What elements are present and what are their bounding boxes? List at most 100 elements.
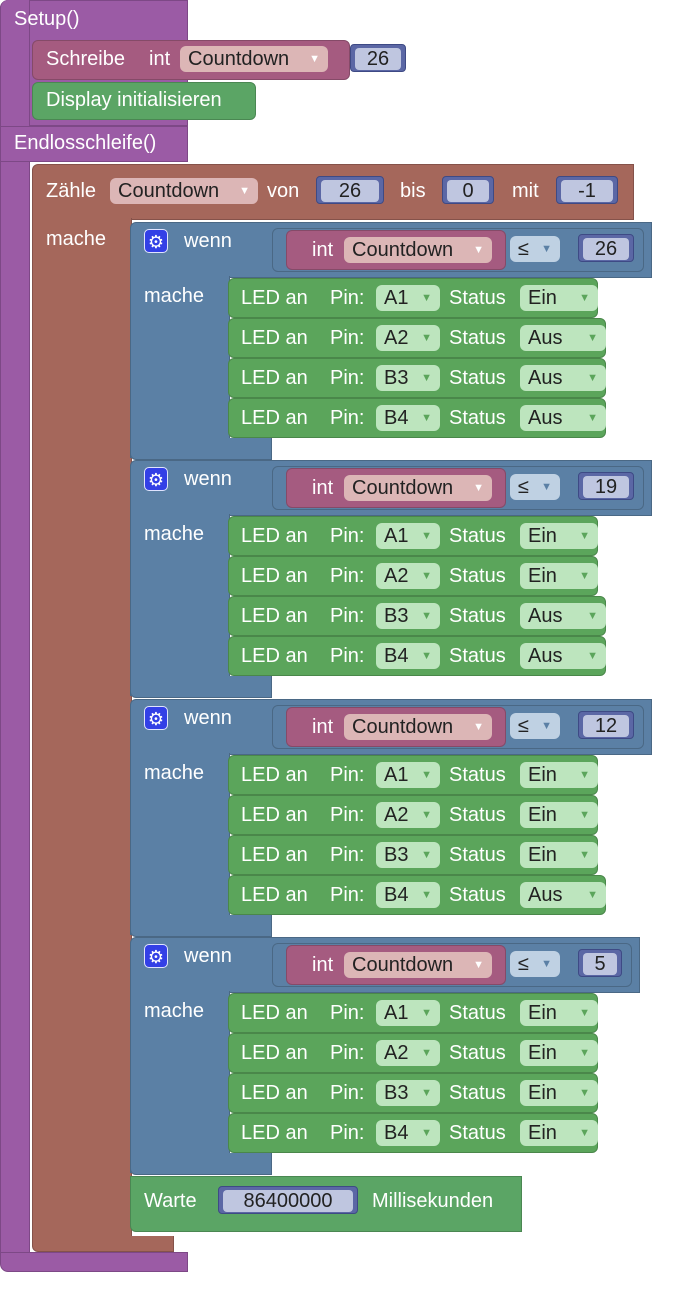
operator-dropdown[interactable]: ≤▼ xyxy=(510,474,560,500)
operator-dropdown[interactable]: ≤▼ xyxy=(510,951,560,977)
if-variable-dropdown[interactable]: Countdown▼ xyxy=(344,237,492,263)
led-pin-value: B4 xyxy=(384,407,409,429)
int-type-label: int xyxy=(312,954,334,976)
led-status-dropdown[interactable]: Aus▼ xyxy=(520,643,606,669)
count-to-value[interactable]: 0 xyxy=(447,180,489,202)
display-init-block[interactable] xyxy=(32,82,256,120)
count-step-box[interactable]: -1 xyxy=(556,176,618,204)
operator-symbol: ≤ xyxy=(518,476,529,498)
if-variable-dropdown[interactable]: Countdown▼ xyxy=(344,714,492,740)
led-pin-dropdown[interactable]: A2▼ xyxy=(376,1040,440,1066)
led-pin-dropdown[interactable]: A1▼ xyxy=(376,285,440,311)
count-loop-footer xyxy=(32,1236,174,1252)
if-value[interactable]: 5 xyxy=(583,953,617,975)
gear-icon[interactable]: ⚙ xyxy=(144,706,168,730)
write-type: int xyxy=(149,48,171,70)
led-pin-dropdown[interactable]: B3▼ xyxy=(376,842,440,868)
led-status-label: Status xyxy=(449,1122,506,1144)
led-status-label: Status xyxy=(449,764,506,786)
led-pin-dropdown[interactable]: A1▼ xyxy=(376,762,440,788)
chevron-down-icon: ▼ xyxy=(421,332,432,344)
led-pin-dropdown[interactable]: B4 ▼ xyxy=(376,643,440,669)
led-status-dropdown[interactable]: Ein▼ xyxy=(520,523,598,549)
led-on-label: LED an xyxy=(241,884,308,906)
led-pin-dropdown[interactable]: A2▼ xyxy=(376,325,440,351)
gear-icon[interactable]: ⚙ xyxy=(144,229,168,253)
chevron-down-icon: ▼ xyxy=(579,292,590,304)
led-status-dropdown[interactable]: Aus▼ xyxy=(520,325,606,351)
led-pin-dropdown[interactable]: A1▼ xyxy=(376,1000,440,1026)
if-value[interactable]: 19 xyxy=(583,476,629,498)
led-status-dropdown[interactable]: Ein▼ xyxy=(520,842,598,868)
count-step-label: mit xyxy=(512,180,539,202)
led-pin-dropdown[interactable]: A1▼ xyxy=(376,523,440,549)
led-pin-dropdown[interactable]: B4▼ xyxy=(376,405,440,431)
led-status-value: Aus xyxy=(528,407,563,429)
chevron-down-icon: ▼ xyxy=(421,1007,432,1019)
led-status-dropdown[interactable]: Ein▼ xyxy=(520,1000,598,1026)
led-status-dropdown[interactable]: Aus▼ xyxy=(520,365,606,391)
gear-icon[interactable]: ⚙ xyxy=(144,467,168,491)
count-label: Zähle xyxy=(46,180,97,202)
led-status-dropdown[interactable]: Aus▼ xyxy=(520,405,606,431)
operator-dropdown[interactable]: ≤▼ xyxy=(510,713,560,739)
write-value[interactable]: 26 xyxy=(355,48,401,70)
led-pin-value: A1 xyxy=(384,287,409,309)
led-pin-dropdown[interactable]: B3▼ xyxy=(376,1080,440,1106)
led-pin-dropdown[interactable]: B4▼ xyxy=(376,1120,440,1146)
led-pin-dropdown[interactable]: A2▼ xyxy=(376,802,440,828)
led-status-dropdown[interactable]: Ein▼ xyxy=(520,1080,598,1106)
led-status-dropdown[interactable]: Ein▼ xyxy=(520,802,598,828)
led-status-value: Ein xyxy=(528,764,557,786)
chevron-down-icon: ▼ xyxy=(421,570,432,582)
if-label: wenn xyxy=(184,468,232,490)
led-on-label: LED an xyxy=(241,525,308,547)
count-from-box[interactable]: 26 xyxy=(316,176,384,204)
wait-value[interactable]: 86400000 xyxy=(223,1190,353,1212)
led-pin-dropdown[interactable]: A2▼ xyxy=(376,563,440,589)
led-status-dropdown[interactable]: Ein▼ xyxy=(520,762,598,788)
write-value-box[interactable]: 26 xyxy=(350,44,406,72)
led-status-dropdown[interactable]: Ein▼ xyxy=(520,563,598,589)
if-value[interactable]: 26 xyxy=(583,238,629,260)
led-pin-dropdown[interactable]: B4▼ xyxy=(376,882,440,908)
if-value-box[interactable]: 26 xyxy=(578,234,634,262)
led-status-dropdown[interactable]: Ein▼ xyxy=(520,285,598,311)
chevron-down-icon: ▼ xyxy=(421,650,432,662)
led-pin-value: A2 xyxy=(384,1042,409,1064)
write-variable-dropdown[interactable]: Countdown▼ xyxy=(180,46,328,72)
chevron-down-icon: ▼ xyxy=(541,720,552,732)
led-on-label: LED an xyxy=(241,367,308,389)
if-value-box[interactable]: 19 xyxy=(578,472,634,500)
led-status-value: Ein xyxy=(528,844,557,866)
led-status-dropdown[interactable]: Aus▼ xyxy=(520,882,606,908)
led-status-dropdown[interactable]: Aus▼ xyxy=(520,603,606,629)
if-spine xyxy=(130,753,230,935)
count-to-label: bis xyxy=(400,180,426,202)
count-to-box[interactable]: 0 xyxy=(442,176,494,204)
if-variable-dropdown[interactable]: Countdown▼ xyxy=(344,475,492,501)
count-step-value[interactable]: -1 xyxy=(561,180,613,202)
led-status-dropdown[interactable]: Ein▼ xyxy=(520,1120,598,1146)
operator-dropdown[interactable]: ≤▼ xyxy=(510,236,560,262)
loop-header[interactable] xyxy=(0,126,188,162)
led-pin-dropdown[interactable]: B3▼ xyxy=(376,365,440,391)
chevron-down-icon: ▼ xyxy=(579,530,590,542)
gear-icon[interactable]: ⚙ xyxy=(144,944,168,968)
wait-value-box[interactable]: 86400000 xyxy=(218,1186,358,1214)
if-variable-dropdown[interactable]: Countdown▼ xyxy=(344,952,492,978)
led-status-dropdown[interactable]: Ein▼ xyxy=(520,1040,598,1066)
led-status-label: Status xyxy=(449,605,506,627)
if-value[interactable]: 12 xyxy=(583,715,629,737)
led-on-label: LED an xyxy=(241,565,308,587)
int-type-label: int xyxy=(312,477,334,499)
led-on-label: LED an xyxy=(241,1122,308,1144)
chevron-down-icon: ▼ xyxy=(473,959,484,971)
count-from-value[interactable]: 26 xyxy=(321,180,379,202)
if-value-box[interactable]: 5 xyxy=(578,949,622,977)
led-pin-dropdown[interactable]: B3▼ xyxy=(376,603,440,629)
led-pin-value: B4 xyxy=(384,645,409,667)
if-value-box[interactable]: 12 xyxy=(578,711,634,739)
count-variable-dropdown[interactable]: Countdown▼ xyxy=(110,178,258,204)
led-status-label: Status xyxy=(449,1002,506,1024)
